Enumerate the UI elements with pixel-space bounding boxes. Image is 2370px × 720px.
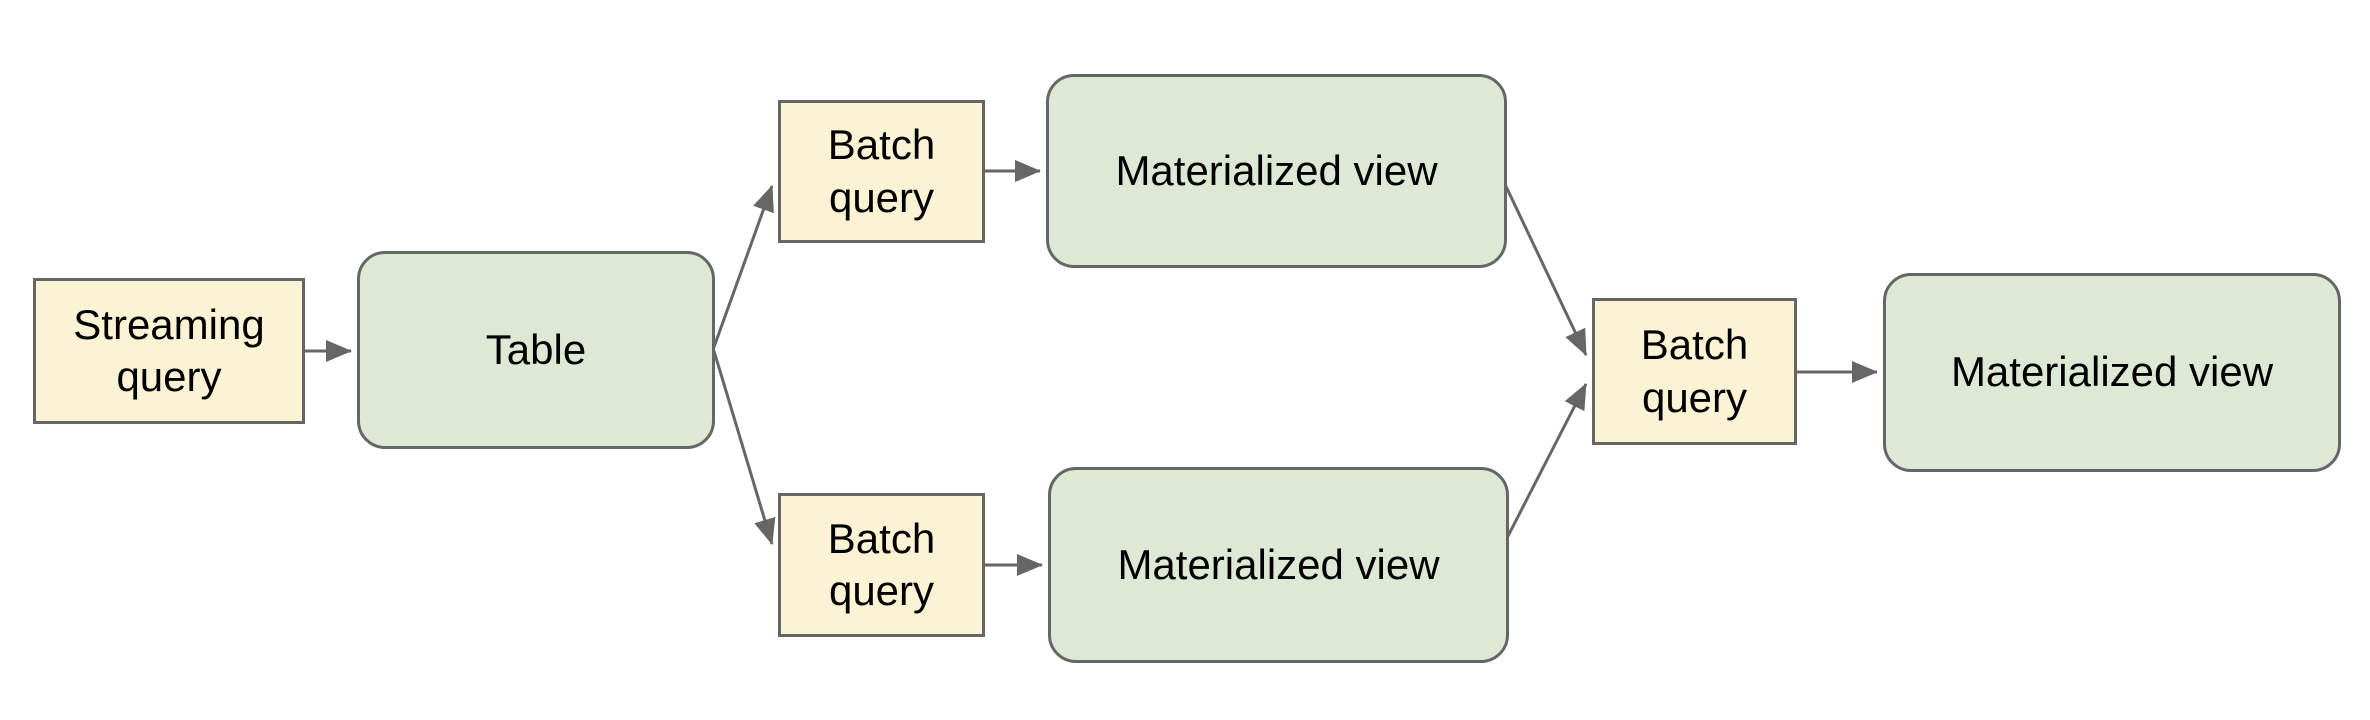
node-streaming-query[interactable]: Streaming query	[33, 278, 305, 424]
node-materialized-view-bottom[interactable]: Materialized view	[1048, 467, 1509, 663]
node-label: Materialized view	[1117, 539, 1439, 592]
node-materialized-view-top[interactable]: Materialized view	[1046, 74, 1507, 268]
label-line: Materialized view	[1950, 348, 2274, 396]
node-batch-query-top[interactable]: Batch query	[778, 100, 985, 243]
node-label: Materialized view	[1951, 346, 2273, 399]
label-line: Batch	[827, 514, 936, 562]
node-label: Table	[486, 324, 586, 377]
connector-table-to-batch-query-bottom	[712, 350, 776, 545]
label-line: query	[828, 173, 935, 221]
connector-table-to-batch-query-top	[712, 185, 774, 348]
node-label: Batch query	[1641, 319, 1748, 424]
node-batch-query-bottom[interactable]: Batch query	[778, 493, 985, 637]
node-label: Batch query	[828, 119, 935, 224]
label-line: Streaming	[73, 300, 265, 348]
label-line: Batch	[827, 121, 936, 168]
connector-mat-view-top-to-batch-query	[1501, 179, 1588, 356]
label-line: Materialized view	[1115, 146, 1438, 194]
node-materialized-view-right[interactable]: Materialized view	[1883, 273, 2341, 472]
connector-mat-view-bottom-to-batch-query	[1504, 383, 1588, 541]
label-line: query	[828, 567, 935, 614]
node-label: Streaming query	[73, 299, 264, 404]
label-line: query	[1641, 373, 1748, 421]
node-table[interactable]: Table	[357, 251, 715, 449]
label-line: query	[116, 353, 222, 400]
label-line: Batch	[1640, 321, 1749, 368]
node-batch-query-right[interactable]: Batch query	[1592, 298, 1797, 445]
label-line: Materialized view	[1117, 540, 1440, 588]
node-label: Materialized view	[1115, 145, 1437, 198]
label-line: Table	[485, 325, 587, 373]
node-label: Batch query	[828, 513, 935, 618]
